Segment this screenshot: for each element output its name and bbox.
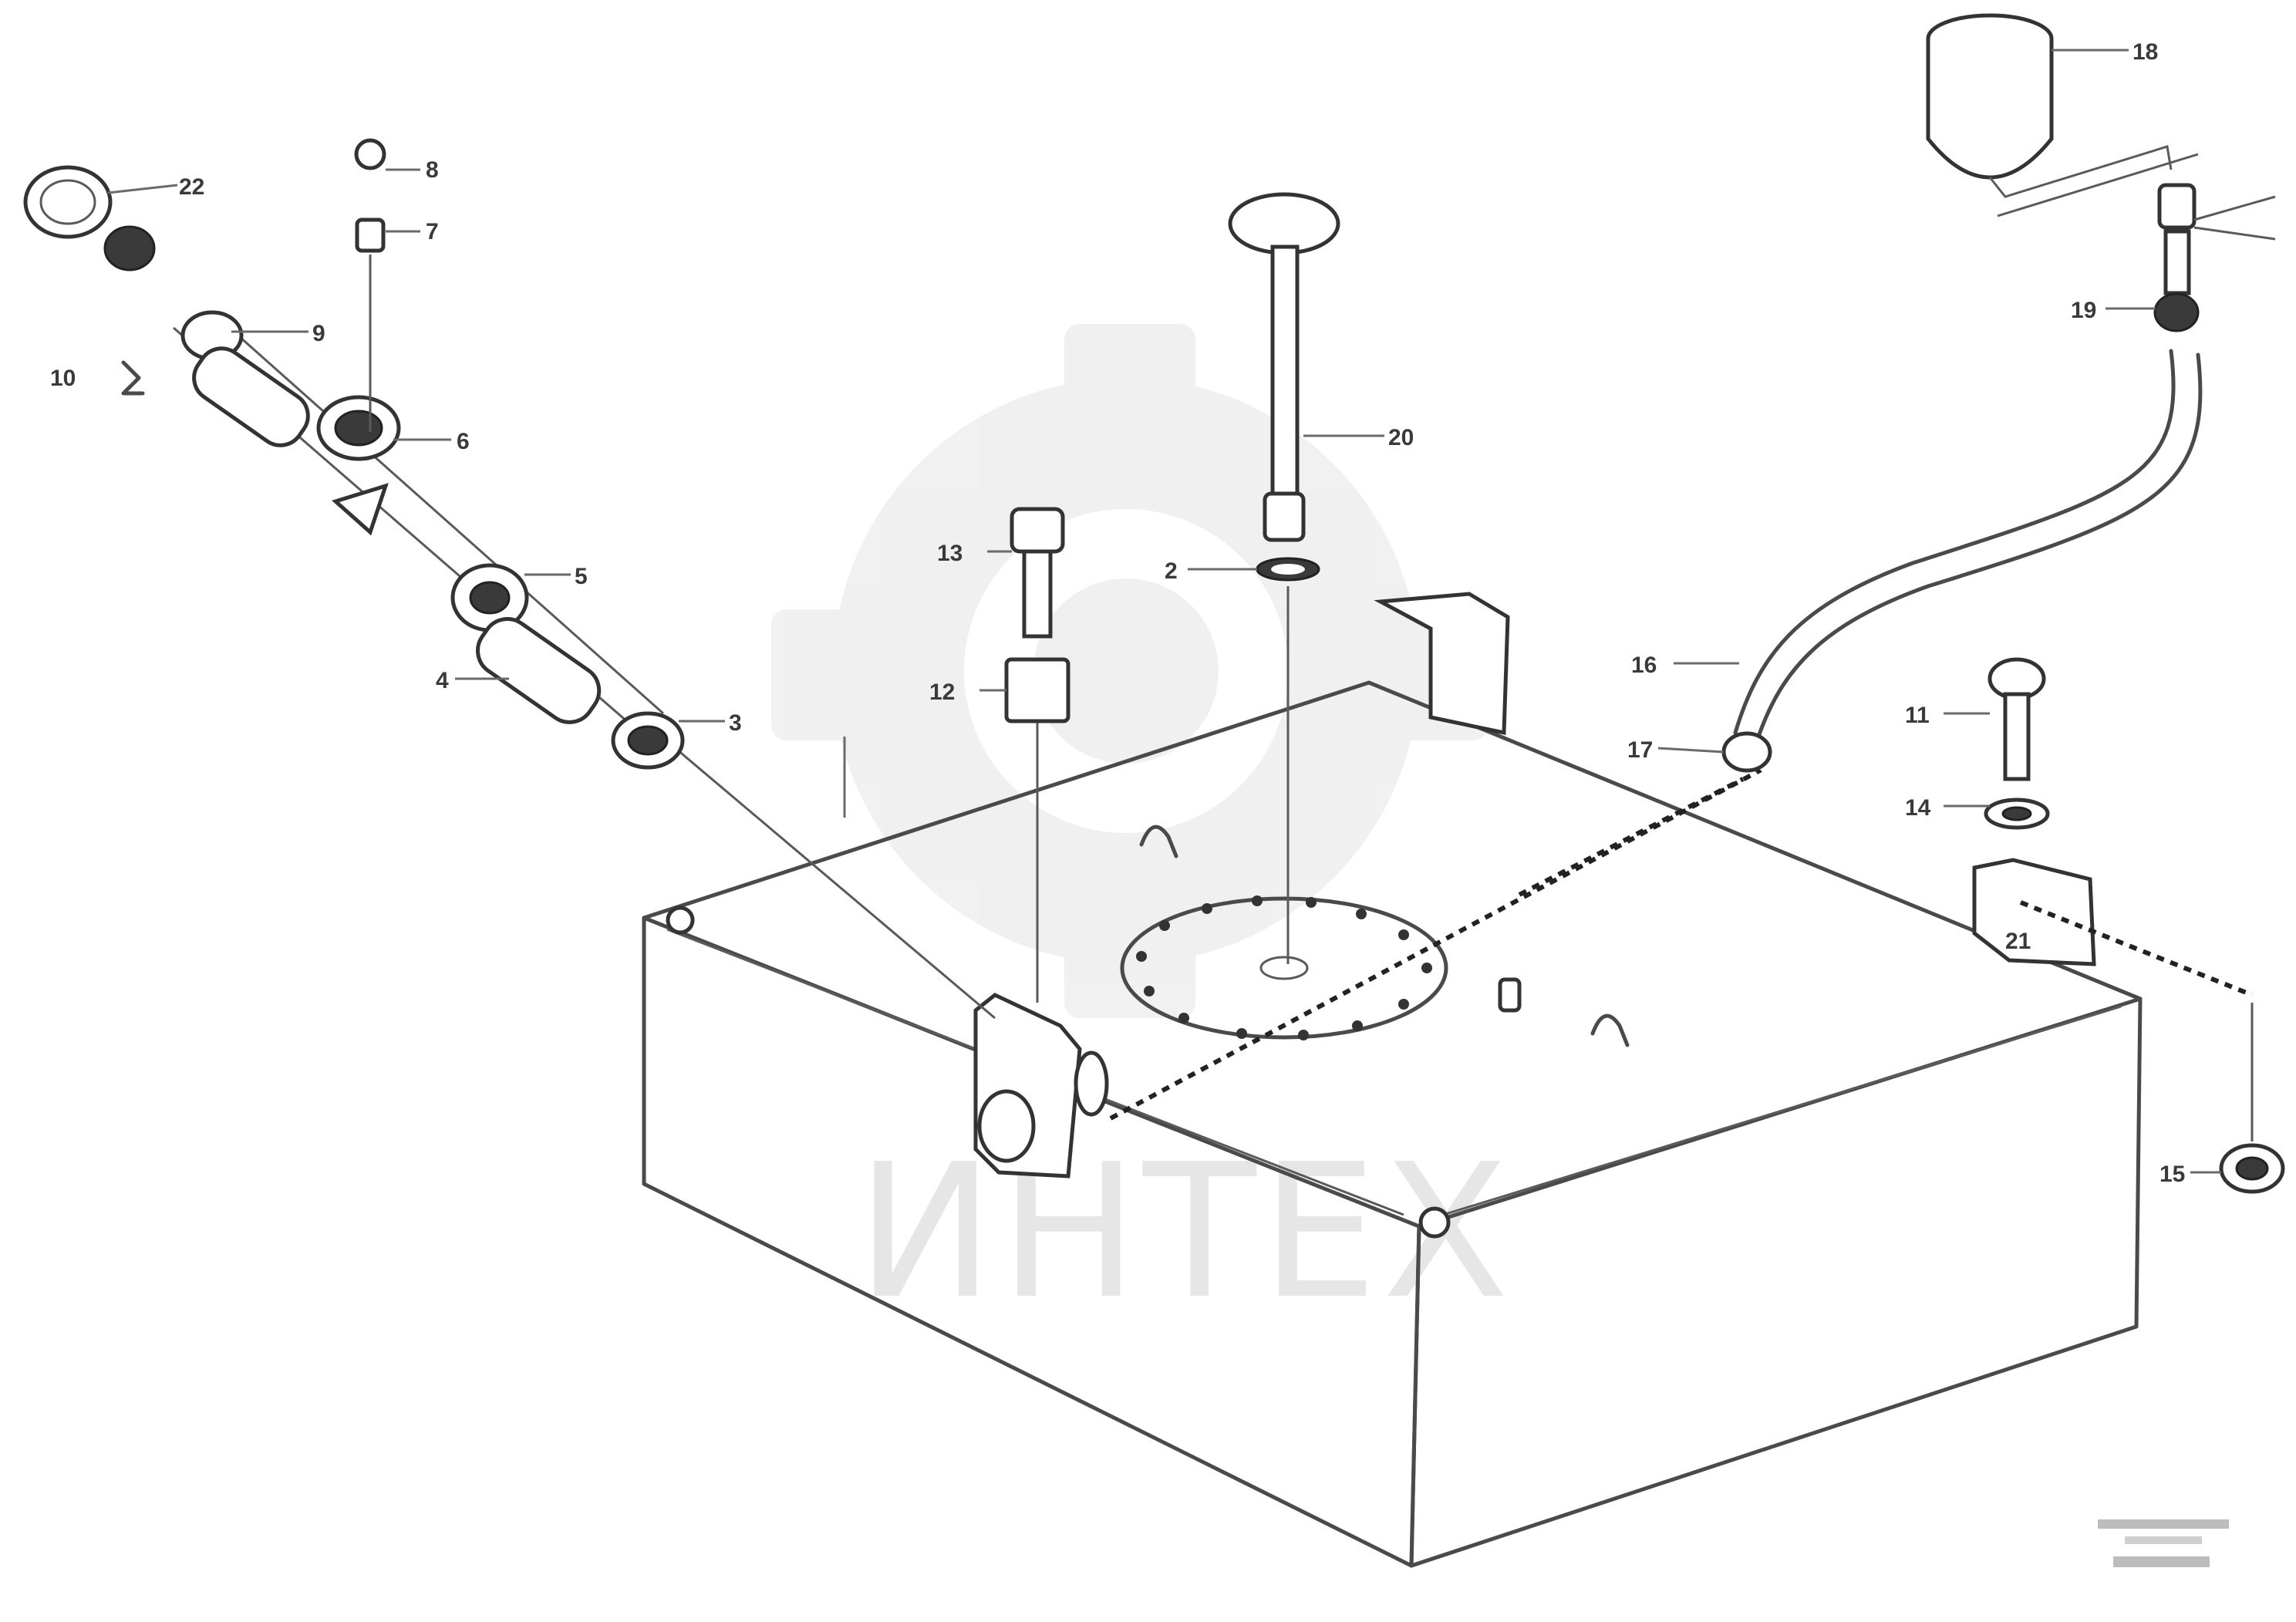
leader-lines	[107, 49, 2221, 1174]
mounting-bolt	[1004, 507, 1070, 1003]
callout-labels: 22 8 7 9 10 6 5 4 3 13 12 2 20 16 17 18 …	[50, 39, 2185, 1187]
callout-22: 22	[179, 174, 204, 200]
callout-5: 5	[575, 564, 588, 589]
watermark-text: ИНТЕХ	[856, 1124, 1514, 1340]
callout-20: 20	[1388, 425, 1414, 450]
hose-route-line	[1109, 761, 1762, 1121]
sensor-bolt-stack	[1984, 657, 2285, 1194]
callout-14: 14	[1905, 795, 1931, 821]
callout-21: 21	[2005, 929, 2031, 954]
callout-7: 7	[426, 219, 439, 244]
callout-10: 10	[50, 366, 76, 391]
callout-3: 3	[729, 710, 742, 736]
callout-11: 11	[1905, 703, 1930, 728]
filler-cap	[23, 165, 113, 239]
callout-16: 16	[1631, 653, 1657, 678]
callout-6: 6	[457, 429, 470, 454]
callout-15: 15	[2159, 1162, 2185, 1187]
callout-8: 8	[426, 157, 439, 183]
fuel-level-sender	[1228, 192, 1340, 964]
callout-13: 13	[937, 541, 963, 566]
fuel-tank	[642, 592, 2143, 1568]
drawing-reference	[2098, 1519, 2229, 1567]
callout-18: 18	[2132, 39, 2158, 65]
callout-9: 9	[312, 321, 325, 346]
callout-2: 2	[1165, 558, 1178, 584]
filler-bolt	[354, 138, 386, 432]
filler-pipe-assembly	[23, 165, 996, 1020]
callout-4: 4	[436, 668, 449, 693]
callout-19: 19	[2071, 298, 2096, 323]
callout-17: 17	[1627, 737, 1653, 763]
strainer	[103, 225, 156, 271]
breather-canister	[1721, 13, 2276, 773]
callout-12: 12	[929, 679, 955, 705]
